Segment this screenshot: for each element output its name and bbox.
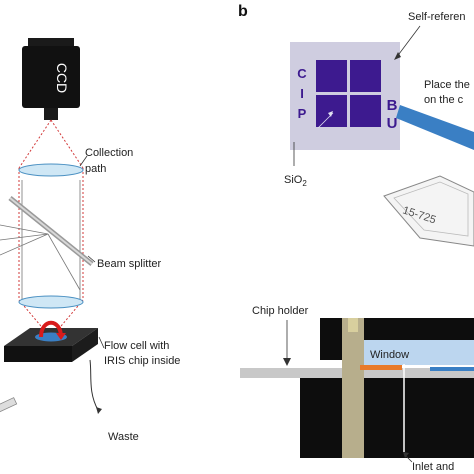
flow-cell-front — [4, 346, 72, 362]
sensor-strip-orange — [360, 365, 402, 370]
window-label: Window — [370, 349, 409, 361]
panel-label-b: b — [238, 3, 248, 20]
chip-square-bl — [316, 95, 347, 127]
chip-panel: b C I P B U Self-referen SiO2 Place the … — [238, 3, 474, 473]
collection-path-rays — [18, 119, 84, 339]
chip-square-tr — [350, 60, 381, 92]
inlet-label: Inlet and — [412, 461, 454, 473]
place-instruction-line2: on the c — [424, 94, 464, 106]
waste-label: Waste — [108, 431, 139, 443]
illumination-rays — [0, 180, 81, 300]
chip-insert-strip — [396, 105, 474, 150]
chip-holder-label: Chip holder — [252, 305, 309, 317]
camera-body — [22, 46, 80, 108]
sensor-strip-blue — [430, 367, 474, 371]
optical-setup-panel: CCD — [0, 38, 180, 443]
chip-letter-i: I — [300, 86, 304, 101]
waste-tube — [89, 359, 99, 411]
camera-label: CCD — [54, 63, 70, 93]
chip-letter-p: P — [298, 106, 307, 121]
objective-lens — [18, 295, 84, 309]
chip-letter-b: B — [387, 97, 398, 114]
place-instruction-line1: Place the — [424, 79, 470, 91]
window-layer — [364, 340, 474, 365]
inlet-channel — [342, 318, 364, 458]
inlet-tube — [0, 397, 18, 414]
beam-splitter-label: Beam splitter — [97, 258, 162, 270]
collection-lens — [18, 163, 84, 177]
collection-path-label-line1: Collection — [85, 147, 133, 159]
flow-cell-label-line1: Flow cell with — [104, 340, 169, 352]
chip-square-tl — [316, 60, 347, 92]
flow-cell-label-line2: IRIS chip inside — [104, 355, 180, 367]
camera-top-cap — [28, 38, 74, 46]
chip-letter-u: U — [387, 115, 398, 132]
holder-bottom-block — [300, 378, 474, 458]
sio2-label: SiO2 — [284, 174, 307, 188]
flow-cell-side — [72, 328, 98, 362]
chip-holder-card — [383, 175, 474, 247]
collection-path-label-line2: path — [85, 163, 106, 175]
camera-lens-mount — [44, 108, 58, 120]
flow-arrow-icon — [39, 320, 63, 338]
self-reference-label: Self-referen — [408, 11, 465, 23]
chip-square-br — [350, 95, 381, 127]
chip-letter-c: C — [297, 66, 307, 81]
